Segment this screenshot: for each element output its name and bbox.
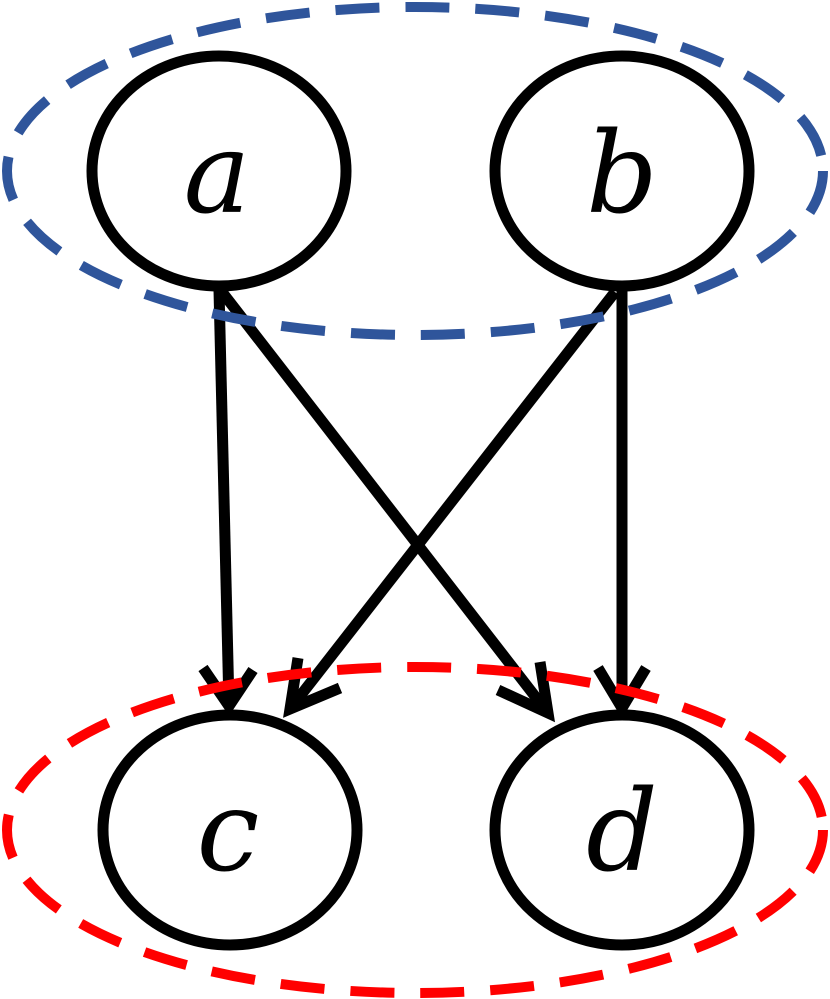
node-d-circle (489, 709, 755, 951)
node-d: d (489, 709, 755, 951)
group-top-outline (2, 2, 828, 340)
node-b: b (489, 50, 755, 292)
node-c-circle (97, 709, 363, 951)
edges-layer (198, 288, 651, 723)
node-b-label: b (586, 109, 658, 239)
nodes-layer: a b c d (86, 50, 755, 951)
node-c-label: c (197, 767, 260, 897)
node-d-label: d (586, 767, 658, 897)
edge-a-to-c (213, 289, 235, 707)
node-a: a (86, 50, 352, 292)
arrowhead-b-to-d (593, 665, 651, 719)
arrowhead-a-to-d (495, 661, 556, 723)
group-bottom-outline (2, 662, 828, 998)
edge-a-to-d (217, 288, 553, 717)
edge-b-to-c (285, 288, 620, 713)
node-c: c (97, 709, 363, 951)
node-a-circle (86, 50, 352, 292)
arrowhead-a-to-c (198, 664, 258, 716)
node-b-circle (489, 50, 755, 292)
node-a-label: a (184, 109, 251, 239)
